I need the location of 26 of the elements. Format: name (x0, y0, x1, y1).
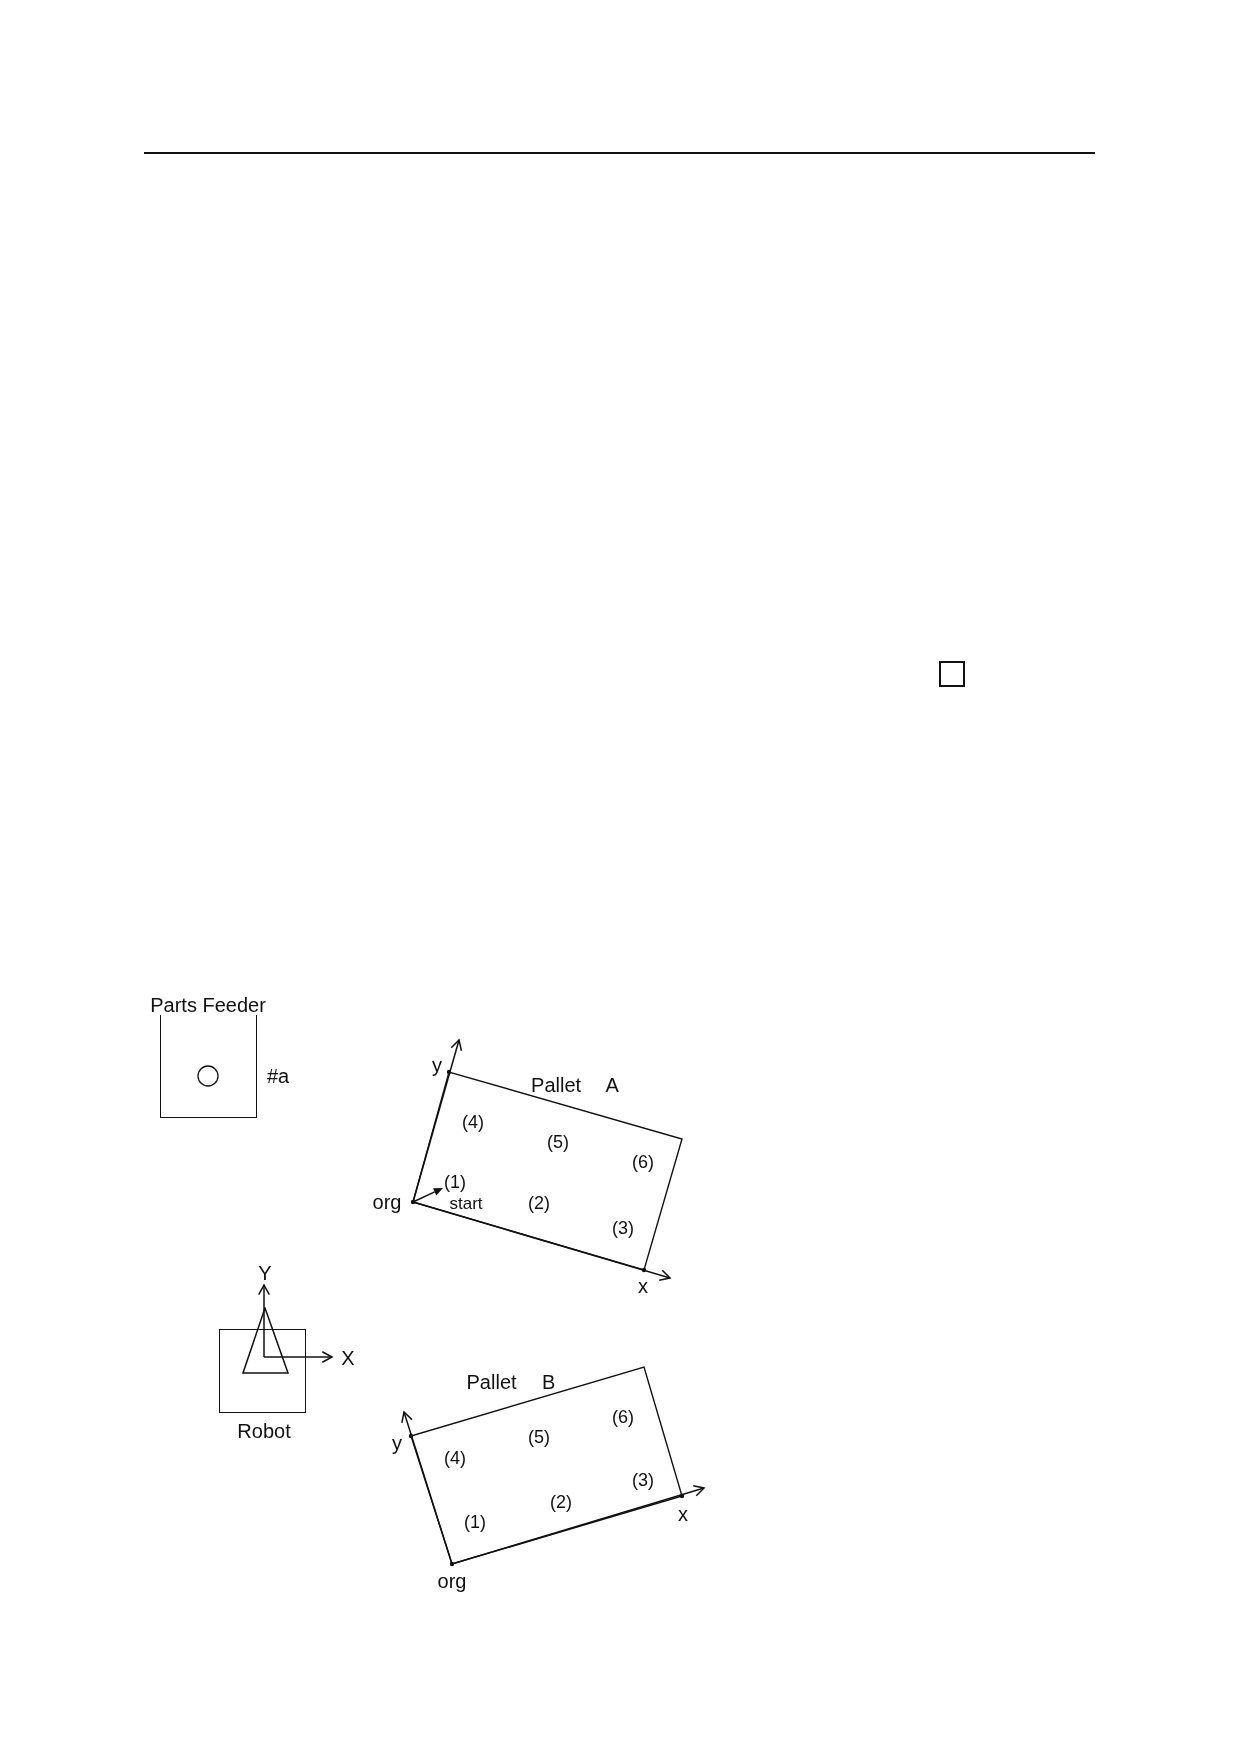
start-label: start (449, 1194, 483, 1212)
axis-label: Y (258, 1263, 272, 1283)
position-number: (4) (462, 1113, 484, 1131)
axis-label: x (678, 1504, 688, 1524)
position-number: (3) (632, 1471, 654, 1489)
heading: Parts Feeder (150, 995, 266, 1015)
position-number: (1) (444, 1173, 466, 1191)
position-number: (3) (612, 1219, 634, 1237)
position-number: (1) (464, 1513, 486, 1531)
position-number: (2) (528, 1194, 550, 1212)
axis-label: y (432, 1055, 442, 1075)
position-number: (5) (528, 1428, 550, 1446)
position-number: (4) (444, 1449, 466, 1467)
position-number: (5) (547, 1133, 569, 1151)
origin-label: org (437, 1571, 467, 1591)
axis-label: x (638, 1276, 648, 1296)
heading: Pallet B (466, 1372, 556, 1392)
position-number: (6) (632, 1153, 654, 1171)
heading: Pallet A (531, 1075, 619, 1095)
feeder-tag: #a (266, 1066, 290, 1086)
origin-label: org (372, 1192, 402, 1212)
heading: Robot (237, 1421, 291, 1441)
axis-label: X (341, 1348, 355, 1368)
position-number: (6) (612, 1408, 634, 1426)
position-number: (2) (550, 1493, 572, 1511)
axis-label: y (392, 1433, 402, 1453)
